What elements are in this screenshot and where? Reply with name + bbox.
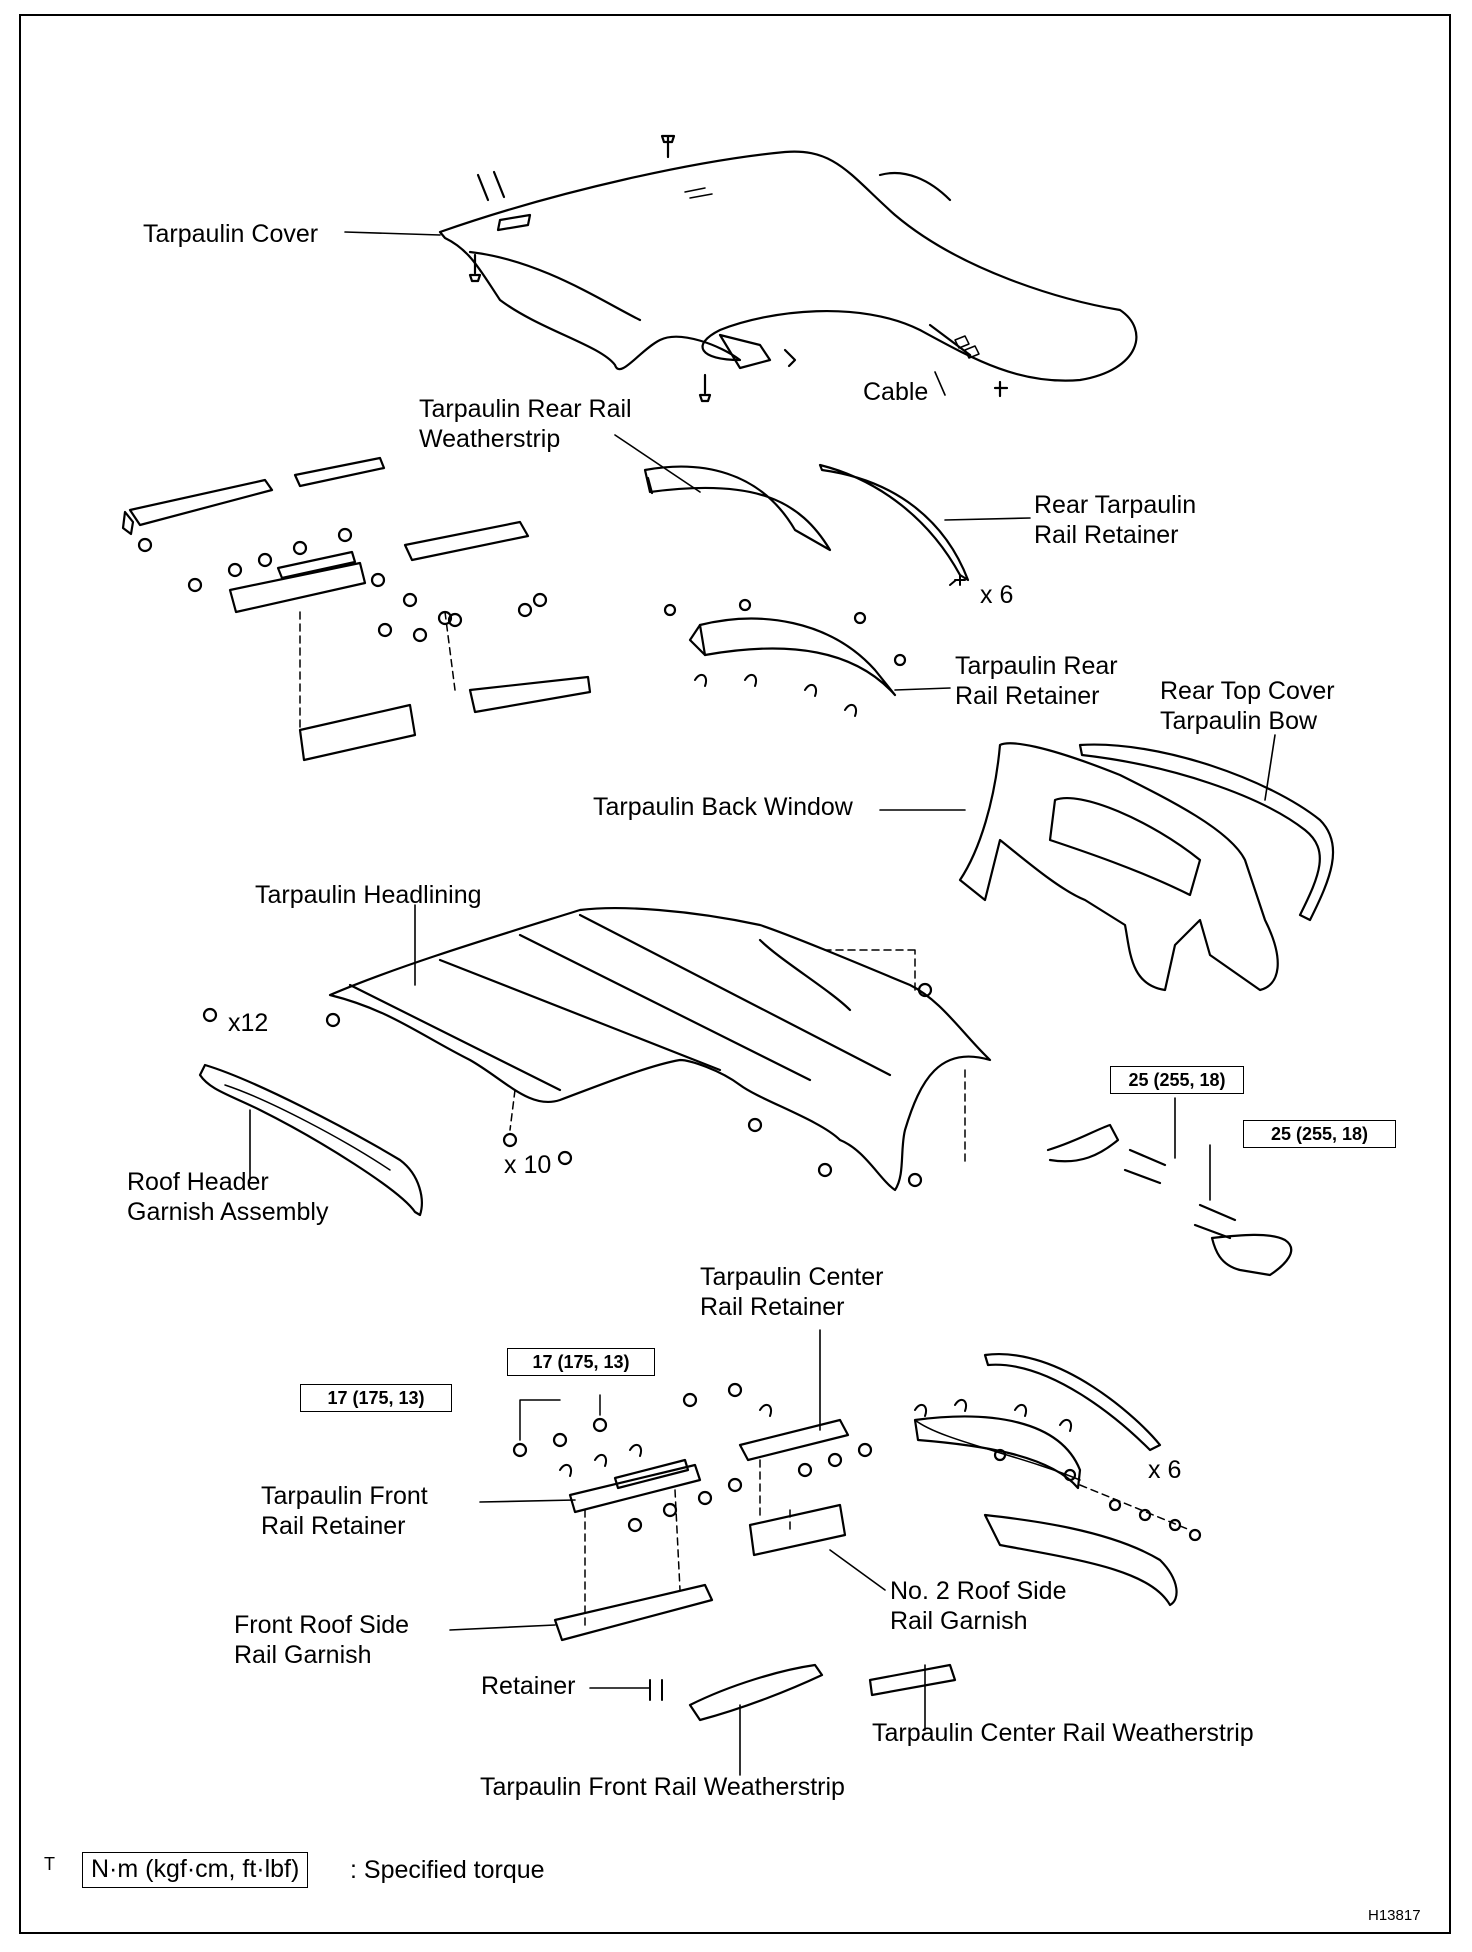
leader-rear-tarpaulin-rail-retainer — [944, 517, 1031, 521]
label-rear-tarpaulin-rail-retainer: Rear Tarpaulin Rail Retainer — [1034, 491, 1197, 549]
headlining-part — [202, 907, 992, 1192]
leader-no2-garnish — [829, 1549, 886, 1591]
back-window-parts — [958, 742, 1335, 992]
torque-spec-lower-right: 17 (175, 13) — [507, 1348, 655, 1376]
leader-front-rail-retainer — [479, 1499, 576, 1503]
leader-cable — [934, 371, 946, 396]
rear-rail-parts — [643, 463, 970, 717]
torque-spec-upper-right: 25 (255, 18) — [1243, 1120, 1396, 1148]
legend-marker: T — [44, 1854, 55, 1874]
leader-tarpaulin-cover — [344, 231, 441, 236]
legend-meaning: : Specified torque — [350, 1856, 545, 1884]
label-front-roof-side-rail-garnish: Front Roof Side Rail Garnish — [234, 1611, 410, 1669]
torque-spec-lower-left: 17 (175, 13) — [300, 1384, 452, 1412]
torque-spec-upper-left: 25 (255, 18) — [1110, 1066, 1244, 1094]
legend-unit-box: N·m (kgf·cm, ft·lbf) — [82, 1852, 309, 1888]
label-retainer: Retainer — [481, 1672, 576, 1700]
leader-rear-top-cover-bow — [1264, 734, 1276, 801]
lower-rail-retainer-parts — [512, 1382, 873, 1642]
label-quantity-x6-lower: x 6 — [1148, 1456, 1182, 1484]
leader-rear-weatherstrip — [614, 434, 701, 493]
label-front-rail-retainer: Tarpaulin Front Rail Retainer — [261, 1482, 428, 1540]
label-headlining: Tarpaulin Headlining — [255, 881, 482, 909]
label-rear-rail-weatherstrip: Tarpaulin Rear Rail Weatherstrip — [419, 395, 632, 453]
label-center-rail-weatherstrip: Tarpaulin Center Rail Weatherstrip — [872, 1719, 1254, 1747]
roof-header-garnish-part — [198, 1063, 423, 1217]
label-quantity-x10: x 10 — [504, 1151, 552, 1179]
tarpaulin-cover-part — [438, 134, 1138, 403]
label-quantity-x12: x12 — [228, 1009, 269, 1037]
label-tarpaulin-rear-rail-retainer: Tarpaulin Rear Rail Retainer — [955, 652, 1118, 710]
label-center-rail-retainer: Tarpaulin Center Rail Retainer — [700, 1263, 884, 1321]
lower-right-rail-parts — [649, 1352, 1202, 1722]
leader-tarpaulin-rear-rail-retainer — [894, 687, 951, 691]
label-back-window: Tarpaulin Back Window — [593, 793, 853, 821]
label-quantity-x6-upper: x 6 — [980, 581, 1014, 609]
leader-front-roof-side-garnish — [449, 1624, 556, 1631]
label-cable: Cable — [863, 378, 929, 406]
figure-id: H13817 — [1368, 1907, 1421, 1924]
label-front-rail-weatherstrip: Tarpaulin Front Rail Weatherstrip — [480, 1773, 845, 1801]
label-no2-roof-side-rail-garnish: No. 2 Roof Side Rail Garnish — [890, 1577, 1067, 1635]
hinge-bolts-parts — [1046, 1097, 1293, 1277]
upper-left-rail-parts — [121, 456, 592, 762]
label-rear-top-cover-bow: Rear Top Cover Tarpaulin Bow — [1160, 677, 1335, 735]
label-tarpaulin-cover: Tarpaulin Cover — [143, 220, 319, 248]
label-roof-header-garnish: Roof Header Garnish Assembly — [127, 1168, 329, 1226]
diagram-frame — [19, 14, 1451, 1934]
